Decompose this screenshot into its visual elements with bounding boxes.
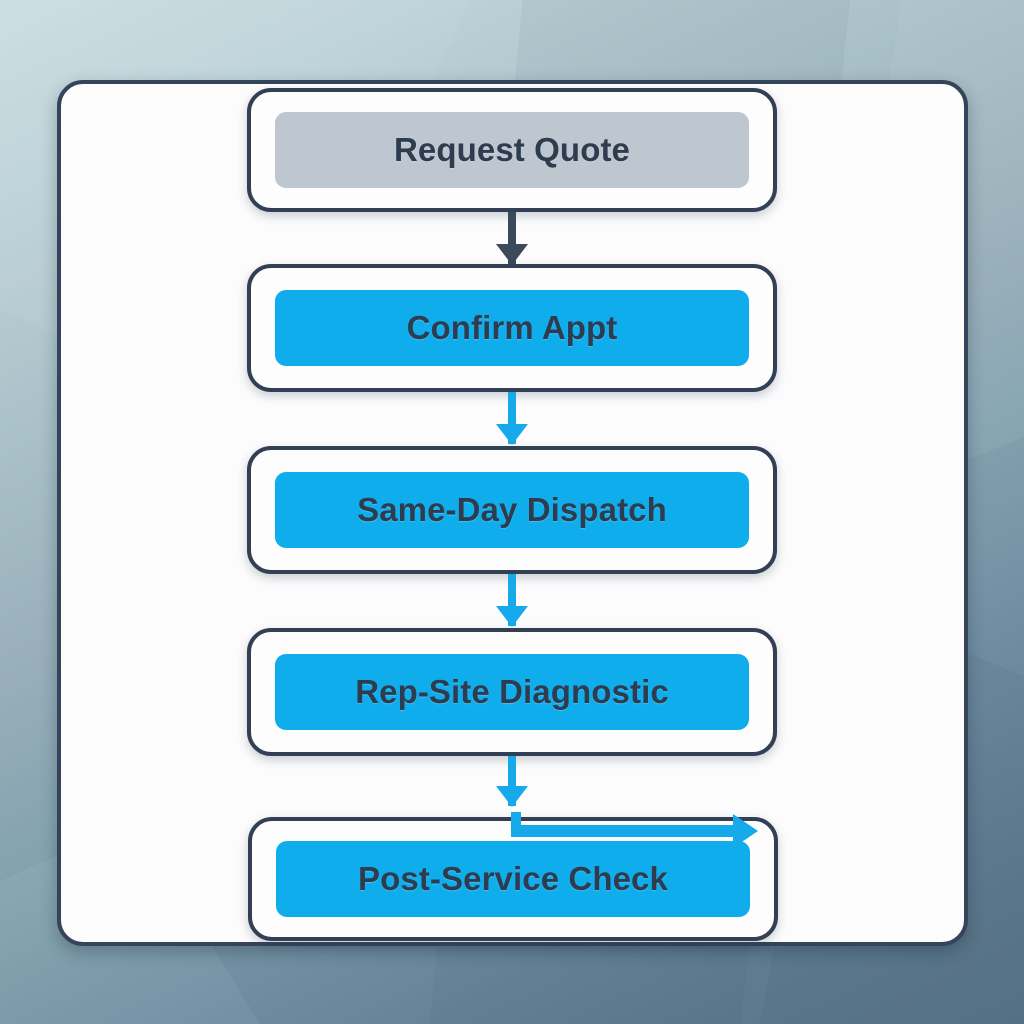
arrowhead-down-icon	[496, 606, 528, 627]
arrowhead-down-icon	[496, 244, 528, 265]
flow-node-bar-same-day-dispatch: Same-Day Dispatch	[275, 472, 749, 548]
connector-node1-to-node2	[491, 212, 533, 265]
flow-node-label-rep-site-diagnostic: Rep-Site Diagnostic	[355, 673, 669, 710]
connector-shaft	[508, 392, 516, 444]
flow-node-confirm-appt[interactable]: Confirm Appt	[247, 264, 777, 392]
flow-node-label-confirm-appt: Confirm Appt	[406, 309, 618, 346]
connector-node2-to-node3	[491, 392, 533, 445]
flow-node-bar-confirm-appt: Confirm Appt	[275, 290, 749, 366]
flow-node-bar-request-quote: Request Quote	[275, 112, 749, 188]
flow-node-request-quote[interactable]: Request Quote	[247, 88, 777, 212]
flow-node-same-day-dispatch[interactable]: Same-Day Dispatch	[247, 446, 777, 574]
flow-node-label-same-day-dispatch: Same-Day Dispatch	[357, 491, 667, 528]
flow-node-post-service-check[interactable]: Post-Service Check	[248, 817, 778, 941]
connector-shaft	[508, 574, 516, 626]
flow-node-label-post-service-check: Post-Service Check	[358, 860, 668, 897]
connector-node4-to-node5	[491, 756, 533, 807]
arrowhead-down-icon	[496, 424, 528, 445]
branch-arrow-right	[500, 812, 770, 852]
branch-arrow-icon	[511, 812, 758, 848]
connector-shaft	[508, 212, 516, 264]
flow-node-rep-site-diagnostic[interactable]: Rep-Site Diagnostic	[247, 628, 777, 756]
connector-node3-to-node4	[491, 574, 533, 627]
flow-node-bar-post-service-check: Post-Service Check	[276, 841, 750, 917]
branch-arrow-path	[511, 812, 758, 848]
connector-shaft	[508, 756, 516, 806]
arrowhead-down-icon	[496, 786, 528, 807]
flow-node-label-request-quote: Request Quote	[394, 131, 630, 168]
flow-node-bar-rep-site-diagnostic: Rep-Site Diagnostic	[275, 654, 749, 730]
